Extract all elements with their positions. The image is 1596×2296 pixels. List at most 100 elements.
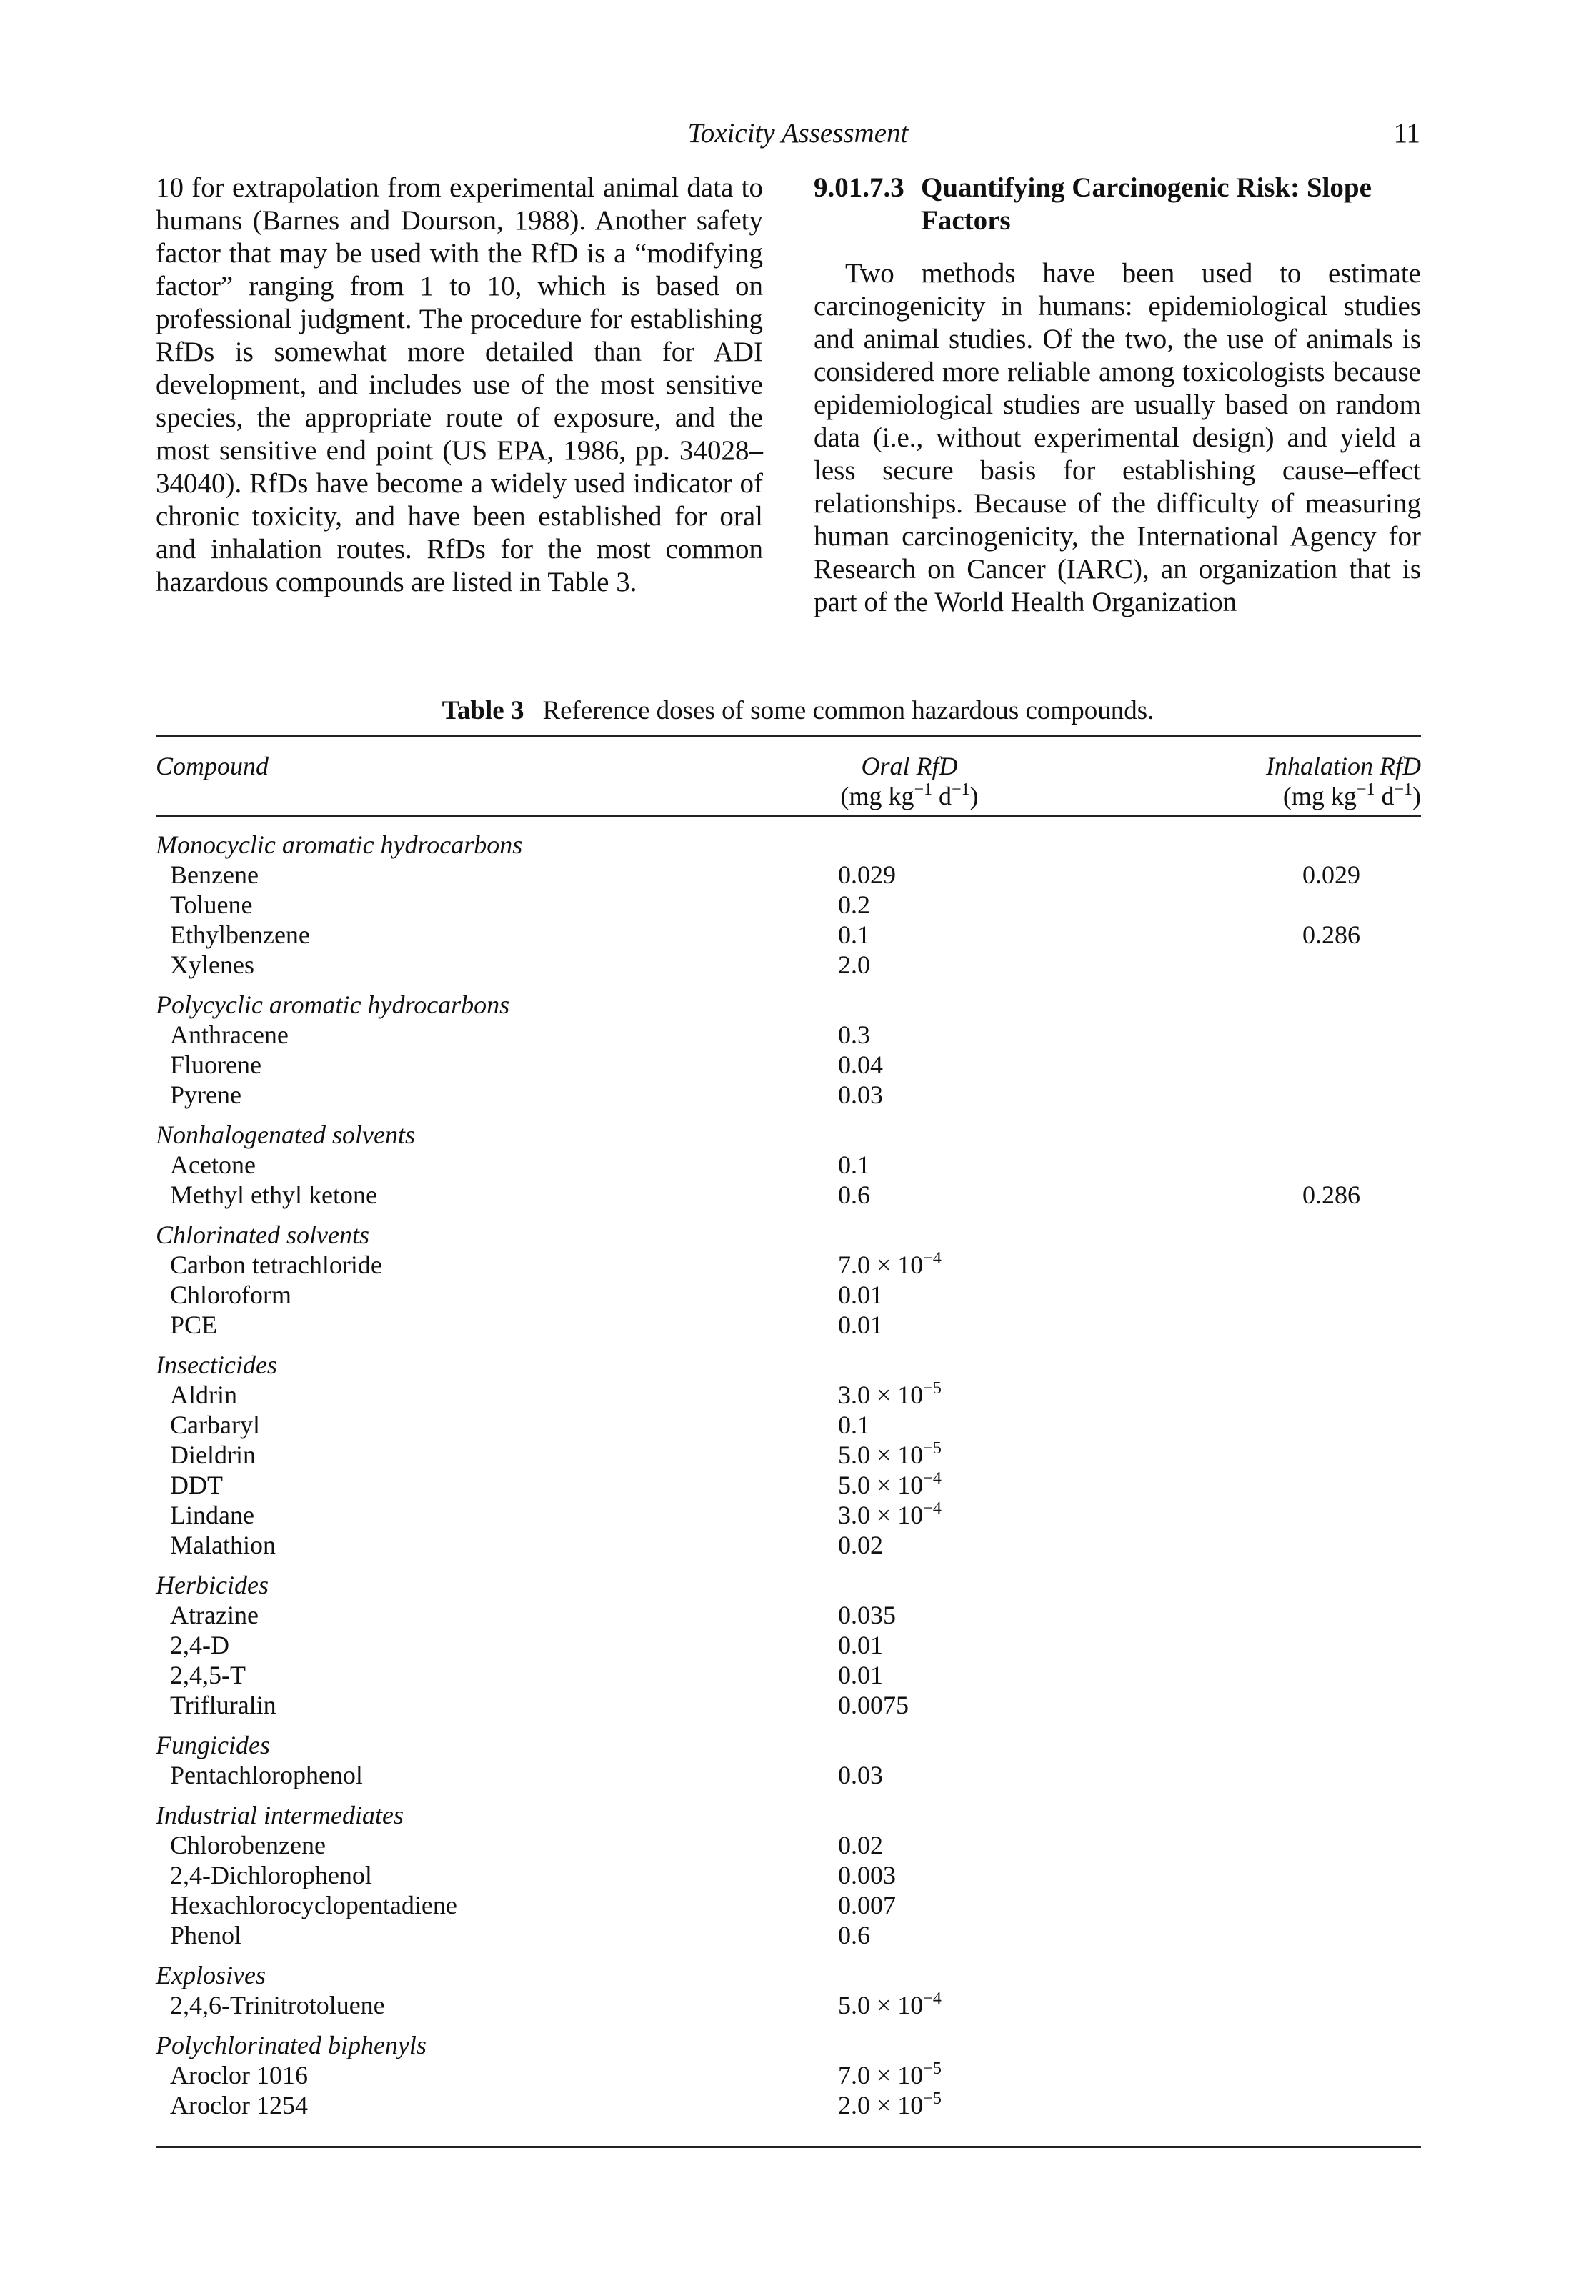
column-header-inhalation: Inhalation RfD (mg kg−1 d−1) [1266,751,1421,811]
table-row: Hexachlorocyclopentadiene 0.007 [156,1890,1421,1920]
group-title: Fungicides [156,1731,270,1759]
oral-rfd-value: 0.01 [838,1281,883,1309]
left-column: 10 for extrapolation from experimental a… [156,172,763,599]
compound-name: Ethylbenzene [170,920,310,949]
compound-name: Hexachlorocyclopentadiene [170,1891,457,1919]
table-row: Chloroform 0.01 [156,1280,1421,1310]
group-title: Monocyclic aromatic hydrocarbons [156,830,523,859]
oral-rfd-value: 5.0 × 10−4 [838,1469,942,1499]
compound-name: DDT [170,1471,223,1499]
compound-name: Acetone [170,1151,256,1179]
oral-rfd-value: 0.01 [838,1631,883,1659]
compound-name: Pentachlorophenol [170,1761,363,1789]
table-row: Carbaryl 0.1 [156,1410,1421,1440]
compound-name: Phenol [170,1921,242,1949]
table-row: Pyrene 0.03 [156,1080,1421,1110]
compound-name: Dieldrin [170,1441,256,1469]
table-row: Acetone 0.1 [156,1150,1421,1180]
table-caption-text: Reference doses of some common hazardous… [542,696,1154,725]
oral-rfd-value: 0.1 [838,1151,870,1179]
table-header-rule [156,815,1421,817]
oral-rfd-value: 0.1 [838,1411,870,1439]
oral-rfd-value: 0.01 [838,1661,883,1689]
table-label: Table 3 [442,696,524,725]
group-title: Insecticides [156,1351,277,1379]
column-header-compound: Compound [156,752,269,780]
compound-name: Carbaryl [170,1411,260,1439]
group-title: Industrial intermediates [156,1801,404,1829]
table-row: Chlorobenzene 0.02 [156,1830,1421,1860]
inhalation-rfd-label: Inhalation RfD [1266,752,1421,780]
oral-rfd-value: 0.03 [838,1761,883,1789]
compound-name: Carbon tetrachloride [170,1251,382,1279]
table-row: Dieldrin 5.0 × 10−5 [156,1440,1421,1470]
inhalation-rfd-value: 0.286 [1302,920,1360,949]
right-column: 9.01.7.3 Quantifying Carcinogenic Risk: … [814,172,1421,619]
oral-rfd-value: 7.0 × 10−4 [838,1249,942,1279]
compound-name: Aroclor 1254 [170,2091,308,2119]
oral-rfd-value: 5.0 × 10−4 [838,1989,942,2019]
oral-rfd-value: 0.02 [838,1831,883,1859]
table-top-rule [156,735,1421,737]
oral-rfd-value: 2.0 × 10−5 [838,2089,942,2119]
compound-name: Atrazine [170,1601,259,1629]
oral-rfd-unit: (mg kg−1 d−1) [840,780,979,810]
table-bottom-rule [156,2146,1421,2148]
compound-name: Methyl ethyl ketone [170,1181,377,1209]
table-row: 2,4-Dichlorophenol 0.003 [156,1860,1421,1890]
group-title: Polycyclic aromatic hydrocarbons [156,990,510,1019]
table-caption: Table 3 Reference doses of some common ha… [0,695,1596,727]
compound-name: Pyrene [170,1080,241,1109]
page-number: 11 [1393,118,1420,149]
compound-name: Xylenes [170,950,254,979]
oral-rfd-value: 0.3 [838,1020,870,1049]
compound-name: Fluorene [170,1050,261,1079]
oral-rfd-value: 0.03 [838,1080,883,1109]
compound-name: Malathion [170,1531,276,1559]
group-title: Explosives [156,1961,266,1989]
oral-rfd-value: 0.01 [838,1311,883,1339]
section-heading: 9.01.7.3 Quantifying Carcinogenic Risk: … [814,172,1421,237]
table-row: DDT 5.0 × 10−4 [156,1470,1421,1500]
table-row: Aroclor 1254 2.0 × 10−5 [156,2090,1421,2120]
running-title: Toxicity Assessment [687,118,909,149]
oral-rfd-value: 0.02 [838,1531,883,1559]
compound-name: 2,4,5-T [170,1661,246,1689]
oral-rfd-value: 0.003 [838,1861,896,1889]
oral-rfd-value: 5.0 × 10−5 [838,1439,942,1469]
section-number: 9.01.7.3 [814,172,904,203]
group-title: Herbicides [156,1571,269,1599]
compound-name: Chloroform [170,1281,291,1309]
oral-rfd-value: 0.007 [838,1891,896,1919]
oral-rfd-value: 0.04 [838,1050,883,1079]
oral-rfd-value: 0.6 [838,1181,870,1209]
compound-name: Toluene [170,890,253,919]
compound-name: 2,4-Dichlorophenol [170,1861,372,1889]
compound-name: Lindane [170,1501,254,1529]
oral-rfd-value: 0.0075 [838,1691,909,1719]
inhalation-rfd-value: 0.029 [1302,860,1360,889]
table-row: Anthracene 0.3 [156,1020,1421,1050]
oral-rfd-value: 7.0 × 10−5 [838,2059,942,2089]
compound-name: Chlorobenzene [170,1831,326,1859]
compound-name: Anthracene [170,1020,289,1049]
table-row: Malathion 0.02 [156,1530,1421,1560]
